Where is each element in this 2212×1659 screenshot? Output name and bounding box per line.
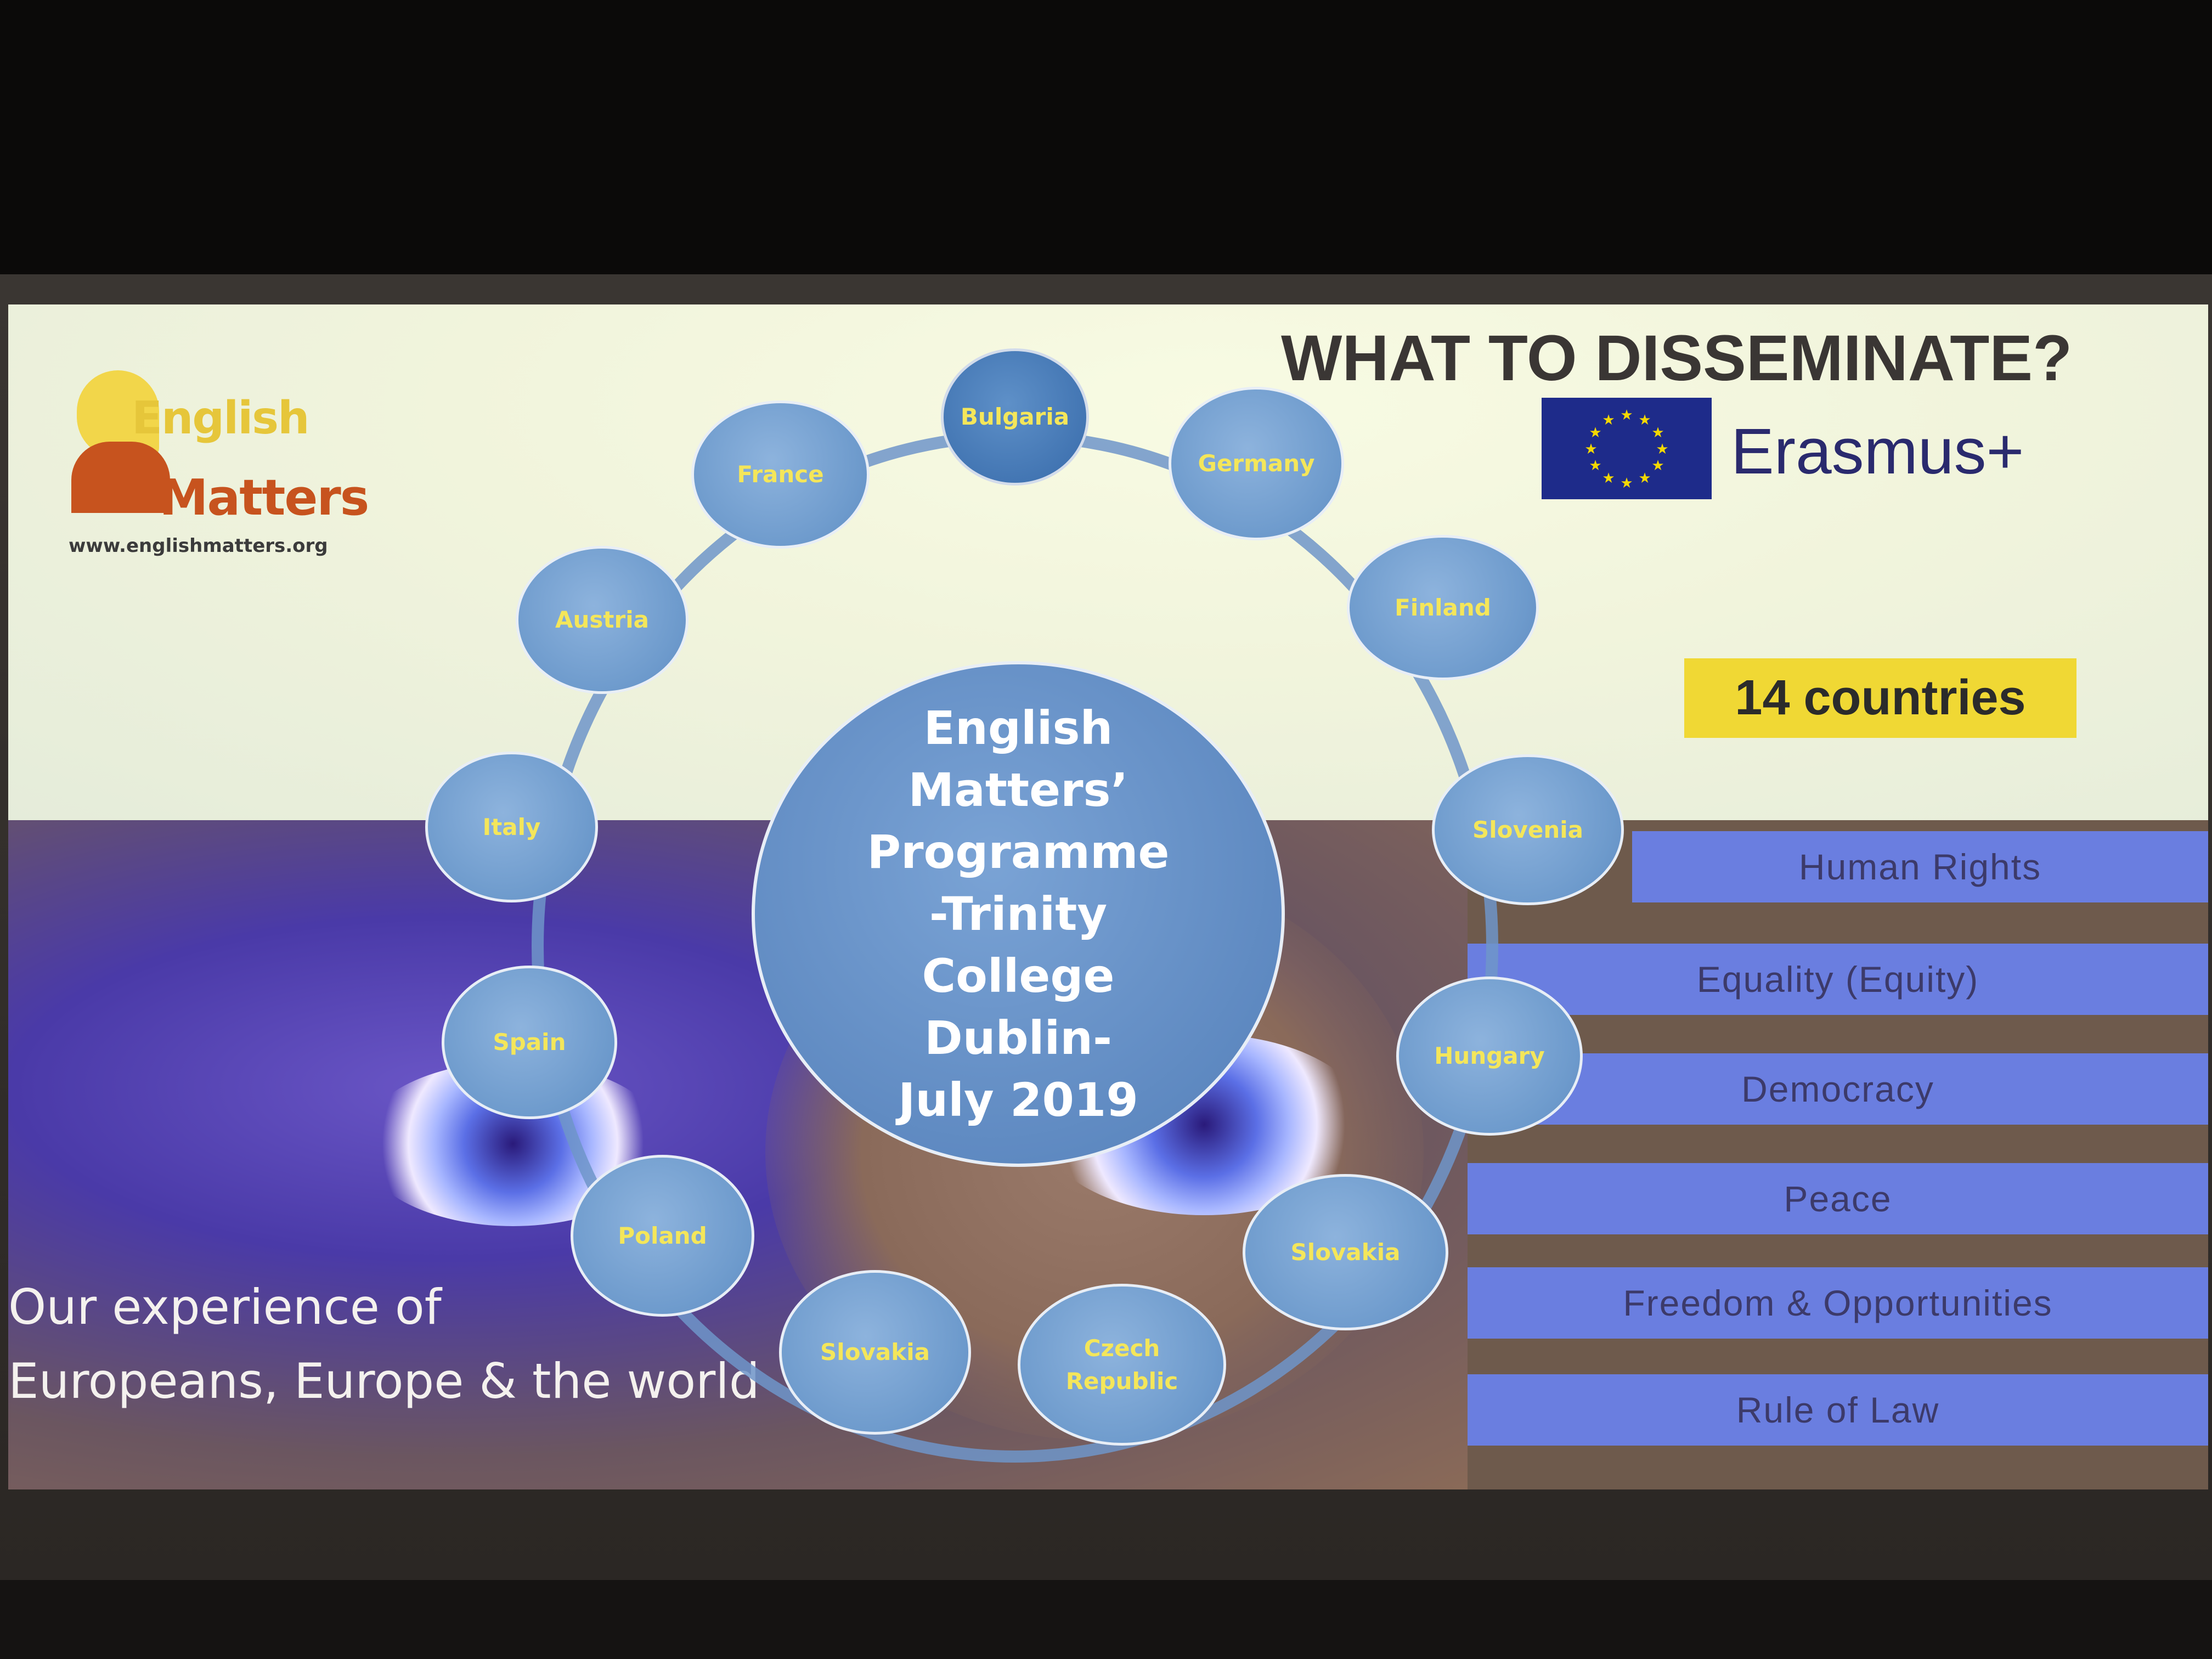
svg-text:★: ★ bbox=[1638, 412, 1651, 428]
country-label: Poland bbox=[618, 1222, 707, 1249]
svg-text:★: ★ bbox=[1602, 412, 1615, 428]
country-node: Bulgaria bbox=[941, 348, 1089, 486]
svg-text:★: ★ bbox=[1589, 425, 1601, 441]
country-label: Finland bbox=[1395, 594, 1491, 621]
country-node: Italy bbox=[425, 752, 598, 902]
svg-text:★: ★ bbox=[1589, 458, 1601, 474]
svg-text:★: ★ bbox=[1602, 470, 1615, 487]
value-label: Democracy bbox=[1741, 1069, 1934, 1109]
svg-text:★: ★ bbox=[1620, 475, 1633, 492]
value-bar: Democracy bbox=[1468, 1053, 2208, 1125]
countries-count-label: 14 countries bbox=[1735, 670, 2026, 725]
svg-text:★: ★ bbox=[1651, 425, 1664, 441]
logo-line2: Matters bbox=[159, 469, 369, 527]
country-node: Slovakia bbox=[779, 1270, 971, 1435]
svg-text:★: ★ bbox=[1651, 458, 1664, 474]
value-label: Equality (Equity) bbox=[1696, 959, 1979, 1000]
country-label: Hungary bbox=[1434, 1042, 1545, 1069]
country-node: France bbox=[691, 400, 870, 549]
erasmus-logo-text: Erasmus+ bbox=[1731, 415, 2024, 488]
countries-count-badge: 14 countries bbox=[1684, 658, 2076, 738]
country-label: Slovakia bbox=[1290, 1238, 1401, 1266]
country-label: Spain bbox=[493, 1029, 566, 1056]
value-bar: Peace bbox=[1468, 1163, 2208, 1234]
value-label: Rule of Law bbox=[1736, 1390, 1940, 1430]
logo-url: www.englishmatters.org bbox=[69, 535, 328, 557]
country-node: Slovenia bbox=[1432, 754, 1624, 905]
value-label: Freedom & Opportunities bbox=[1623, 1283, 2053, 1323]
value-bar: Rule of Law bbox=[1468, 1374, 2208, 1446]
country-label: Italy bbox=[482, 813, 541, 840]
country-label: France bbox=[737, 461, 824, 488]
country-label: Bulgaria bbox=[960, 403, 1070, 430]
svg-text:★: ★ bbox=[1584, 441, 1597, 458]
country-node: Austria bbox=[516, 546, 689, 694]
programme-center-circle: English Matters’ Programme -Trinity Coll… bbox=[752, 661, 1285, 1167]
country-node: Poland bbox=[571, 1155, 754, 1317]
country-node: Hungary bbox=[1396, 977, 1583, 1136]
country-label: Slovenia bbox=[1472, 816, 1583, 843]
svg-text:★: ★ bbox=[1620, 407, 1633, 424]
country-node: Germany bbox=[1169, 387, 1344, 540]
value-bar: Human Rights bbox=[1632, 831, 2208, 902]
english-matters-logo: English Matters www.englishmatters.org bbox=[66, 359, 369, 562]
logo-line1: English bbox=[132, 392, 309, 444]
value-bar: Freedom & Opportunities bbox=[1468, 1267, 2208, 1339]
projector-screen-rail bbox=[0, 1580, 2212, 1659]
country-node: Czech Republic bbox=[1018, 1284, 1226, 1446]
country-label: Czech Republic bbox=[1065, 1334, 1178, 1395]
svg-text:★: ★ bbox=[1638, 470, 1651, 487]
country-node: Slovakia bbox=[1243, 1174, 1448, 1330]
logo-m-shape bbox=[71, 442, 170, 513]
caption-line2: Europeans, Europe & the world bbox=[8, 1353, 760, 1409]
value-label: Peace bbox=[1784, 1178, 1892, 1219]
slide-title: WHAT TO DISSEMINATE? bbox=[1281, 322, 2073, 394]
eu-flag-icon: ★ ★ ★ ★ ★ ★ ★ ★ ★ ★ ★ ★ bbox=[1542, 398, 1712, 499]
country-label: Slovakia bbox=[820, 1339, 930, 1365]
svg-text:★: ★ bbox=[1656, 441, 1668, 458]
caption-line1: Our experience of bbox=[8, 1279, 442, 1335]
country-label: Austria bbox=[555, 606, 649, 633]
slide-caption: Our experience of Europeans, Europe & th… bbox=[8, 1270, 760, 1418]
value-label: Human Rights bbox=[1798, 847, 2042, 887]
country-label: Germany bbox=[1198, 450, 1315, 477]
programme-center-text: English Matters’ Programme -Trinity Coll… bbox=[867, 701, 1170, 1127]
country-node: Finland bbox=[1347, 535, 1539, 680]
country-node: Spain bbox=[442, 966, 617, 1119]
value-bar: Equality (Equity) bbox=[1468, 944, 2208, 1015]
presentation-slide: English Matters www.englishmatters.org W… bbox=[8, 304, 2208, 1489]
